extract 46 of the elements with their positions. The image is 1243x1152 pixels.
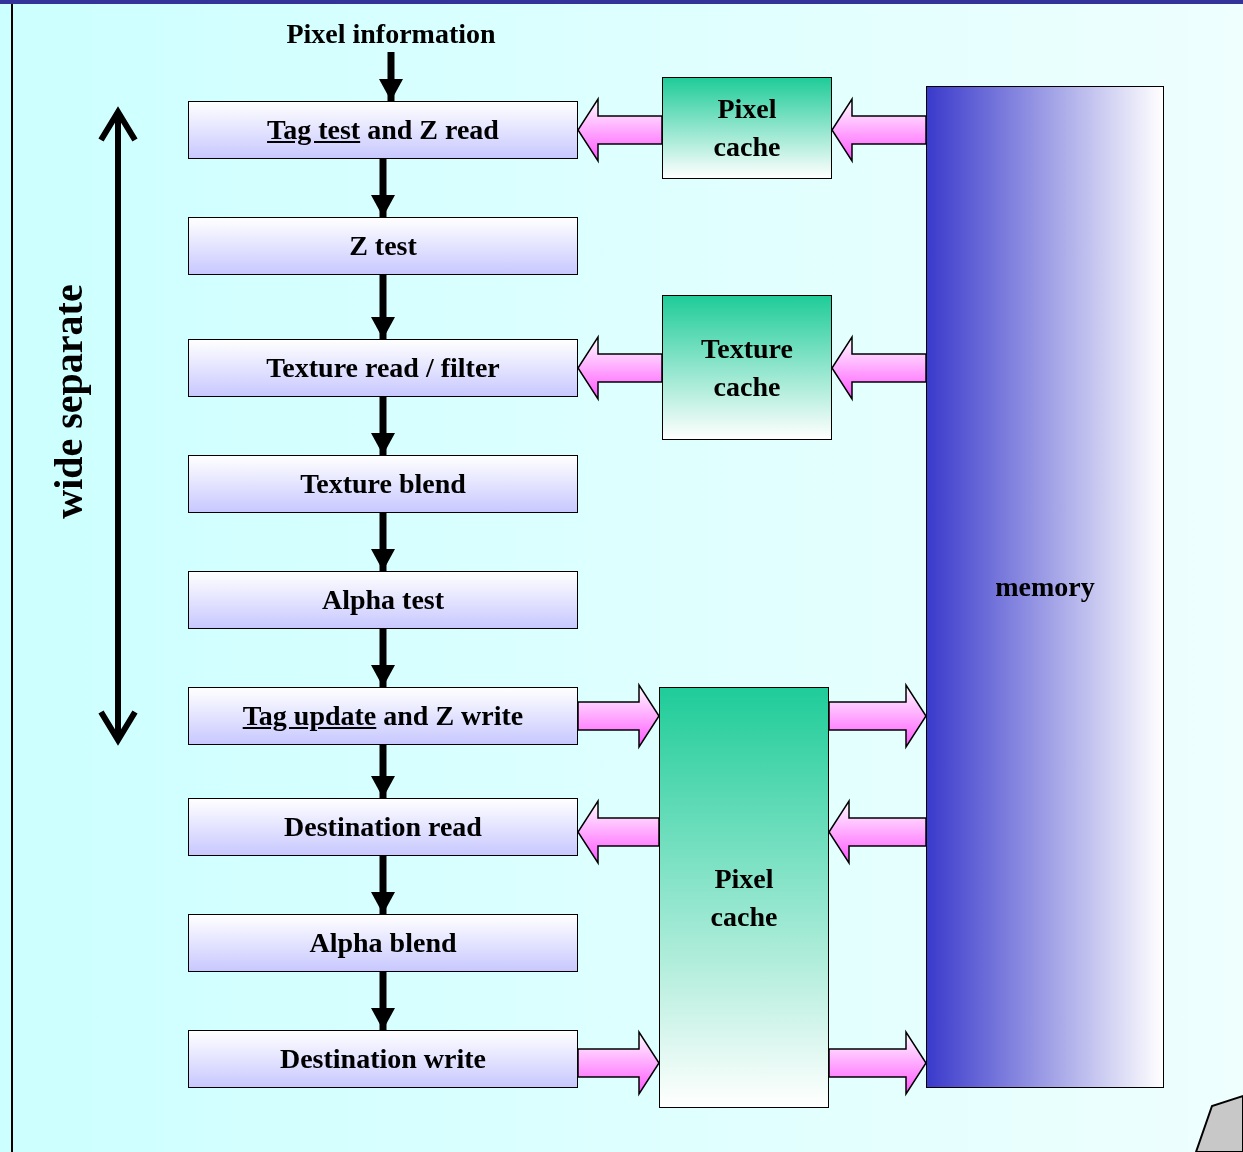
node-label: Destination write [279,1043,487,1075]
arrow [371,397,395,455]
process-box [188,914,578,972]
arrow [371,745,395,798]
node-label: Texture blend [300,468,466,500]
node-label: Tag update and Z write [242,700,524,732]
cache-box [662,295,832,440]
side-label: wide separate [44,283,92,521]
arrow [371,275,395,339]
process-box [188,217,578,275]
arrow [371,856,395,914]
block-arrow [577,1029,660,1097]
memory-block [926,86,1164,1088]
arrow [371,159,395,217]
process-box [188,798,578,856]
process-box [188,101,578,159]
node-label: Alpha test [321,584,445,616]
block-arrow [577,682,660,750]
node-label: memory [995,571,1095,603]
process-box [188,455,578,513]
block-arrow [828,1029,927,1097]
block-arrow [577,798,660,866]
cache-box [659,687,829,1108]
node-label: Pixel cache [709,861,779,934]
node-label: Pixel cache [712,92,782,164]
process-box [188,1030,578,1088]
arrow [371,629,395,687]
block-arrow [831,96,927,164]
block-arrow [828,682,927,750]
node-label: Texture cache [700,331,794,404]
node-label: Z test [349,230,417,262]
process-box [188,687,578,745]
node-label: Texture read / filter [266,352,500,384]
block-arrow [577,334,663,402]
input-label: Pixel information [286,18,496,50]
cache-box [662,77,832,179]
block-arrow [577,96,663,164]
node-label: Alpha blend [309,927,457,959]
block-arrow [828,798,927,866]
process-box [188,339,578,397]
arrow [371,972,395,1030]
node-label: Tag test and Z read [267,114,499,146]
node-label: Destination read [284,811,482,843]
process-box [188,571,578,629]
block-arrow [831,334,927,402]
arrow [371,513,395,571]
